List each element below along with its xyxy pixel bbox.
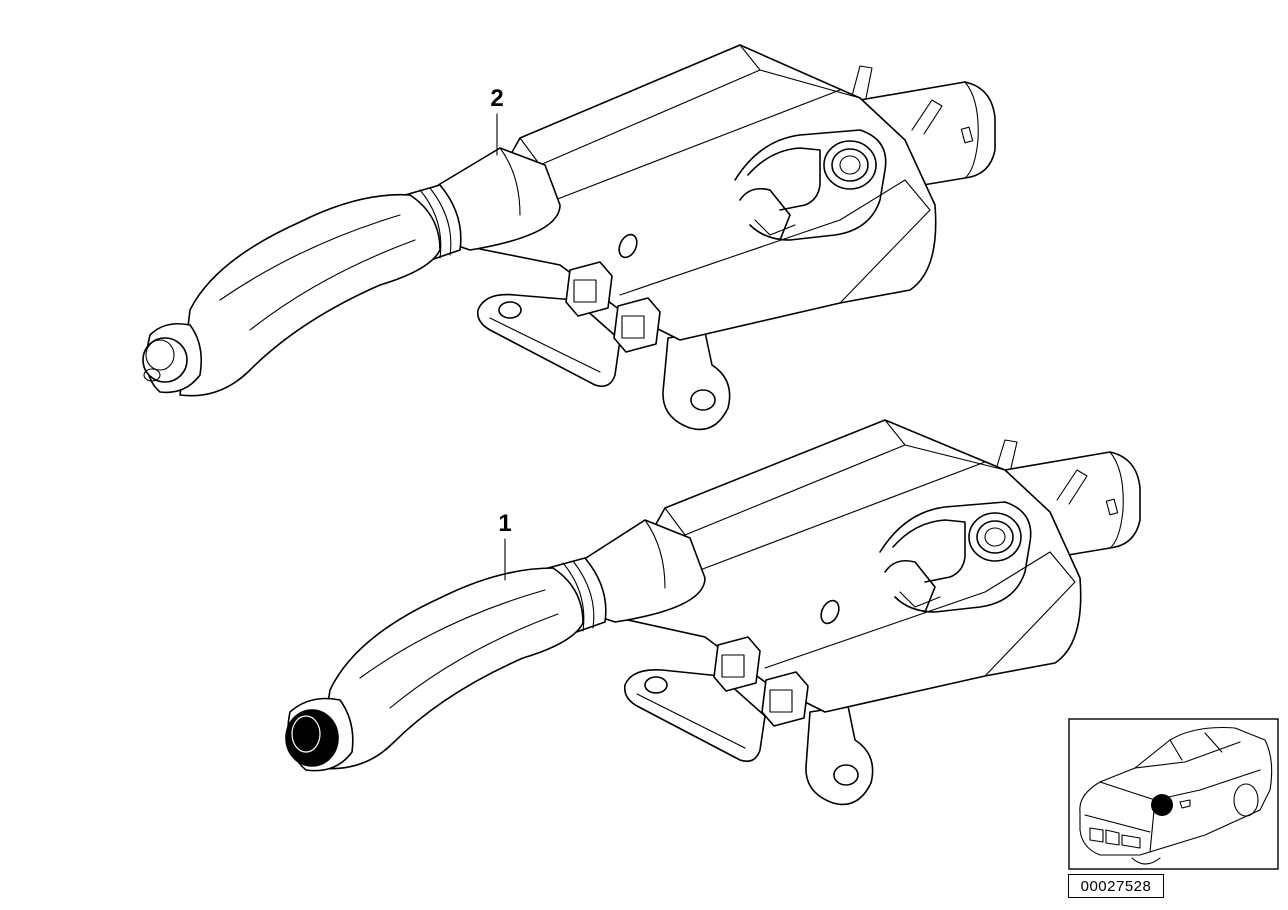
car-locator-icon bbox=[1068, 718, 1279, 870]
handbrake-lever-2 bbox=[142, 44, 996, 431]
handbrake-lever-1 bbox=[285, 419, 1141, 806]
location-dot-icon bbox=[1151, 794, 1173, 816]
callout-1: 1 bbox=[498, 510, 512, 581]
callout-label-2: 2 bbox=[490, 85, 503, 112]
callout-label-1: 1 bbox=[498, 510, 511, 537]
callout-2: 2 bbox=[490, 85, 504, 156]
diagram-number: 00027528 bbox=[1068, 874, 1164, 898]
